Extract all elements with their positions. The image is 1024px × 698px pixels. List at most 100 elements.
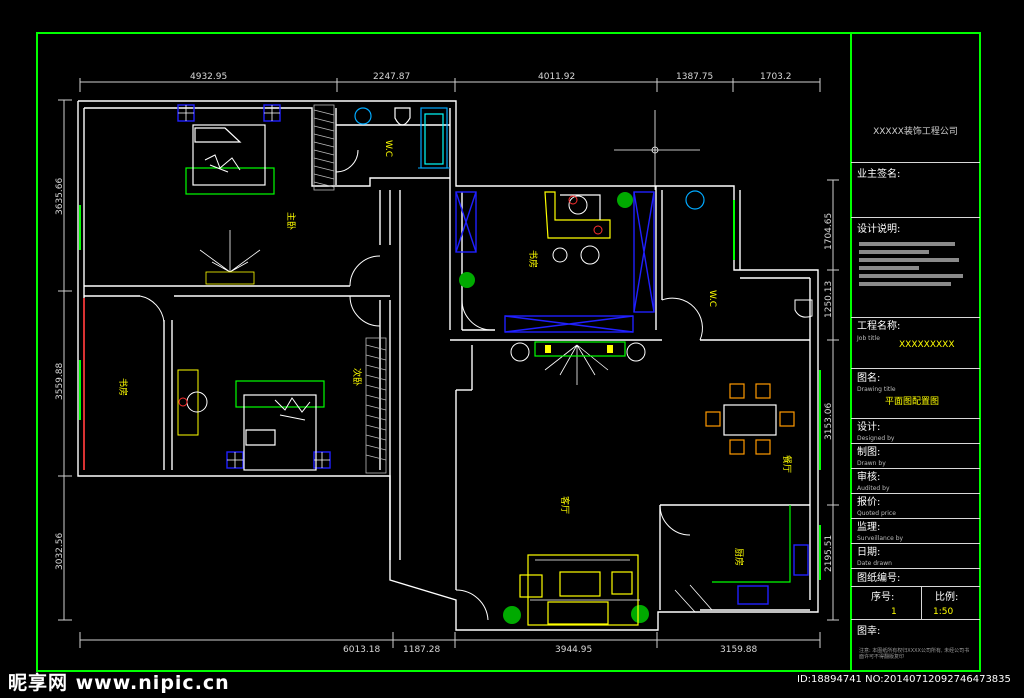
second-bed-decor bbox=[274, 397, 311, 421]
desk-chair bbox=[177, 369, 208, 436]
sofa-detail bbox=[530, 559, 640, 601]
study-chair bbox=[568, 195, 588, 215]
room-second: 次卧 bbox=[351, 368, 363, 386]
design-notes-label: 设计说明: bbox=[857, 224, 901, 235]
date-sub: Date drawn bbox=[857, 560, 892, 567]
watermark-id: ID:18894741 NO:20140712092746473835 bbox=[797, 674, 1011, 685]
room-dining: 餐厅 bbox=[781, 455, 793, 473]
kitchen-appliances bbox=[737, 544, 809, 605]
room-wc1: W.C bbox=[383, 140, 393, 157]
wc1-fixtures bbox=[354, 107, 448, 169]
drawing-value: 平面图配置图 bbox=[885, 397, 940, 407]
project-label: 工程名称: bbox=[857, 321, 901, 332]
door-swings bbox=[139, 149, 703, 621]
master-bed bbox=[185, 124, 275, 195]
room-living: 客厅 bbox=[559, 496, 571, 514]
dim-top-1: 4932.95 bbox=[190, 72, 227, 82]
dim-top-2: 2247.87 bbox=[373, 72, 410, 82]
project-value: XXXXXXXXX bbox=[899, 340, 955, 350]
dim-bottom-3: 3944.95 bbox=[555, 645, 592, 655]
wardrobe-hatch bbox=[313, 104, 387, 474]
dim-bottom-4: 3159.88 bbox=[720, 645, 757, 655]
room-kitchen: 厨房 bbox=[733, 548, 745, 566]
design-note-line bbox=[859, 274, 963, 278]
room-labels: 主卧 W.C 书房 W.C 次卧 书房 餐厅 客厅 厨房 bbox=[117, 140, 793, 566]
number-label: 图纸编号: bbox=[857, 573, 901, 584]
room-master: 主卧 bbox=[285, 212, 297, 230]
wc2-basin bbox=[685, 190, 705, 210]
plants bbox=[459, 192, 649, 624]
seq-scale-divider bbox=[921, 587, 922, 620]
wc2-toilet bbox=[794, 299, 813, 318]
room-storage: 书房 bbox=[117, 378, 129, 396]
dim-top-3: 4011.92 bbox=[538, 72, 575, 82]
date-label: 日期: bbox=[857, 547, 881, 558]
design-note-line bbox=[859, 266, 919, 270]
dim-left-2: 3559.88 bbox=[55, 363, 65, 400]
windows bbox=[79, 200, 821, 580]
room-wc2: W.C bbox=[707, 290, 717, 307]
kitchen-hatch bbox=[674, 584, 713, 613]
side-lamps bbox=[510, 342, 646, 362]
sofa-set bbox=[519, 554, 639, 626]
drawing-label: 图名: bbox=[857, 373, 881, 384]
drawing-frame bbox=[36, 32, 981, 672]
scale-label: 比例: bbox=[935, 592, 959, 603]
scale-value: 1:50 bbox=[933, 607, 954, 617]
checker-label: 审核: bbox=[857, 472, 881, 483]
company-name: XXXXX装饰工程公司 bbox=[873, 127, 958, 137]
dim-right-1: 1704.65 bbox=[824, 213, 834, 250]
tv-cabinet-items bbox=[545, 345, 613, 353]
quote-row: 报价: Quoted price bbox=[851, 493, 980, 517]
tv-cabinet bbox=[534, 341, 626, 357]
date-row: 日期: Date drawn bbox=[851, 543, 980, 567]
dim-left-1: 3635.66 bbox=[55, 178, 65, 215]
design-note-line bbox=[859, 250, 929, 254]
remarks-text: 注意: 本图纸所有权归XXXX公司所有, 未经公司书面许可不得翻版复印 bbox=[859, 648, 970, 660]
dim-right-2: 1250.13 bbox=[824, 281, 834, 318]
designer-label: 设计: bbox=[857, 422, 881, 433]
study-cabinets bbox=[455, 191, 655, 333]
nightstand-cross bbox=[178, 105, 330, 468]
dimension-lines bbox=[58, 78, 839, 648]
second-bed bbox=[235, 380, 325, 471]
kitchen-counter bbox=[712, 505, 791, 583]
quote-sub: Quoted price bbox=[857, 510, 896, 517]
drawing-row: 图名: Drawing title 平面图配置图 bbox=[851, 368, 980, 407]
dim-left-3: 3032.56 bbox=[55, 533, 65, 570]
number-row: 图纸编号: bbox=[851, 568, 980, 584]
dim-top-5: 1703.2 bbox=[760, 72, 792, 82]
supervisor-label: 监理: bbox=[857, 522, 881, 533]
drafter-sub: Drawn by bbox=[857, 460, 886, 467]
dim-top-4: 1387.75 bbox=[676, 72, 713, 82]
study-furniture bbox=[544, 191, 611, 239]
designer-row: 设计: Designed by bbox=[851, 418, 980, 442]
design-note-line bbox=[859, 242, 955, 246]
drawing-sub: Drawing title bbox=[857, 386, 896, 393]
remarks-label: 图幸: bbox=[857, 626, 881, 637]
drafter-row: 制图: Drawn by bbox=[851, 443, 980, 467]
project-row: 工程名称: Job title XXXXXXXXX bbox=[851, 317, 980, 350]
designer-sub: Designed by bbox=[857, 435, 895, 442]
owner-row: 业主签名: bbox=[851, 162, 980, 180]
dim-bottom-2: 1187.28 bbox=[403, 645, 440, 655]
dining-set bbox=[705, 383, 795, 455]
checker-sub: Audited by bbox=[857, 485, 890, 492]
dim-bottom-1: 6013.18 bbox=[343, 645, 380, 655]
design-note-line bbox=[859, 282, 951, 286]
project-sub: Job title bbox=[857, 335, 880, 342]
drafter-label: 制图: bbox=[857, 447, 881, 458]
checker-row: 审核: Audited by bbox=[851, 468, 980, 492]
supervisor-sub: Surveillance by bbox=[857, 535, 904, 542]
room-study: 书房 bbox=[527, 250, 539, 268]
owner-label: 业主签名: bbox=[857, 169, 901, 180]
light-fans bbox=[199, 110, 700, 385]
dimension-texts: 4932.95 2247.87 4011.92 1387.75 1703.2 6… bbox=[55, 72, 834, 655]
design-note-line bbox=[859, 258, 959, 262]
quote-label: 报价: bbox=[857, 497, 881, 508]
supervisor-row: 监理: Surveillance by bbox=[851, 518, 980, 542]
dim-right-3: 3153.06 bbox=[824, 403, 834, 440]
seq-scale-row: 序号: 1 比例: 1:50 bbox=[851, 586, 980, 620]
design-notes-row: 设计说明: bbox=[851, 217, 980, 286]
